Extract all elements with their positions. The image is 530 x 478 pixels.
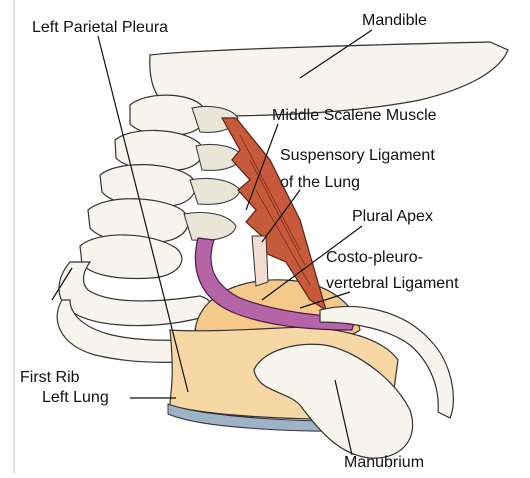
label-mandible: Mandible xyxy=(362,12,427,29)
label-plural-apex: Plural Apex xyxy=(352,208,433,225)
label-manubrium: Manubrium xyxy=(344,454,424,471)
label-first-rib: First Rib xyxy=(20,369,80,386)
label-suspensory-ligament-line1: Suspensory Ligament xyxy=(280,147,435,164)
label-costo-line2: vertebral Ligament xyxy=(326,275,459,292)
label-suspensory-ligament-line2: of the Lung xyxy=(280,174,360,191)
cervical-vertebrae xyxy=(80,95,242,278)
suspensory-ligament-shape xyxy=(252,236,268,286)
label-left-parietal-pleura: Left Parietal Pleura xyxy=(32,19,168,36)
mandible-shape xyxy=(150,42,508,116)
label-left-lung: Left Lung xyxy=(42,389,109,406)
label-costo-line1: Costo-pleuro- xyxy=(326,249,423,266)
label-middle-scalene-muscle: Middle Scalene Muscle xyxy=(272,107,437,124)
